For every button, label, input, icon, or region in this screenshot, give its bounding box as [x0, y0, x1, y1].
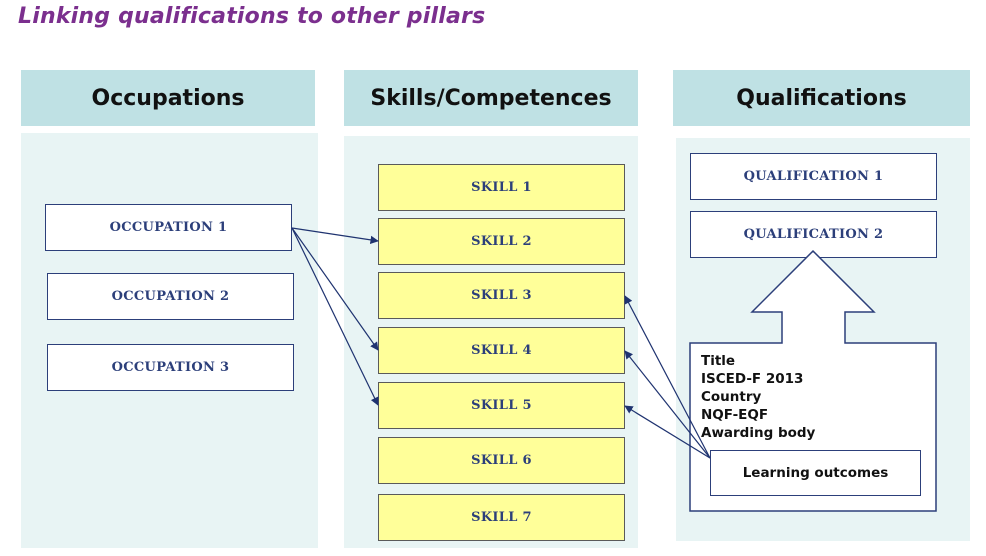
- learning-outcomes-box[interactable]: Learning outcomes: [710, 450, 921, 496]
- qualification-2-box[interactable]: QUALIFICATION 2: [690, 211, 937, 258]
- link-arrow-2: [291, 227, 379, 351]
- qualification-1-box[interactable]: QUALIFICATION 1: [690, 153, 937, 200]
- link-arrow-6: [624, 405, 711, 459]
- occupation-2-box[interactable]: OCCUPATION 2: [47, 273, 294, 320]
- skill-1-box[interactable]: SKILL 1: [378, 164, 625, 211]
- page-title: Linking qualifications to other pillars: [18, 4, 486, 29]
- link-arrow-5: [624, 350, 711, 459]
- detail-country: Country: [701, 389, 762, 405]
- skill-7-box[interactable]: SKILL 7: [378, 494, 625, 541]
- occupations-column: [21, 133, 318, 548]
- detail-title: Title: [701, 353, 736, 369]
- detail-isced: ISCED-F 2013: [701, 371, 804, 387]
- link-arrow-1: [291, 227, 379, 245]
- qualifications-header: Qualifications: [673, 70, 970, 126]
- qualification-details: Title ISCED-F 2013 Country NQF-EQF Award…: [701, 352, 815, 442]
- detail-awarding-body: Awarding body: [701, 425, 816, 441]
- occupations-header: Occupations: [21, 70, 315, 126]
- detail-nqf-eqf: NQF-EQF: [701, 407, 769, 423]
- link-arrow-3: [291, 227, 379, 406]
- link-arrow-4: [624, 295, 711, 459]
- skills-header: Skills/Competences: [344, 70, 638, 126]
- link-arrows: [291, 227, 711, 459]
- qualification-detail-callout: [689, 249, 937, 512]
- skill-4-box[interactable]: SKILL 4: [378, 327, 625, 374]
- skill-2-box[interactable]: SKILL 2: [378, 218, 625, 265]
- skill-6-box[interactable]: SKILL 6: [378, 437, 625, 484]
- occupation-1-box[interactable]: OCCUPATION 1: [45, 204, 292, 251]
- skill-3-box[interactable]: SKILL 3: [378, 272, 625, 319]
- skill-5-box[interactable]: SKILL 5: [378, 382, 625, 429]
- occupation-3-box[interactable]: OCCUPATION 3: [47, 344, 294, 391]
